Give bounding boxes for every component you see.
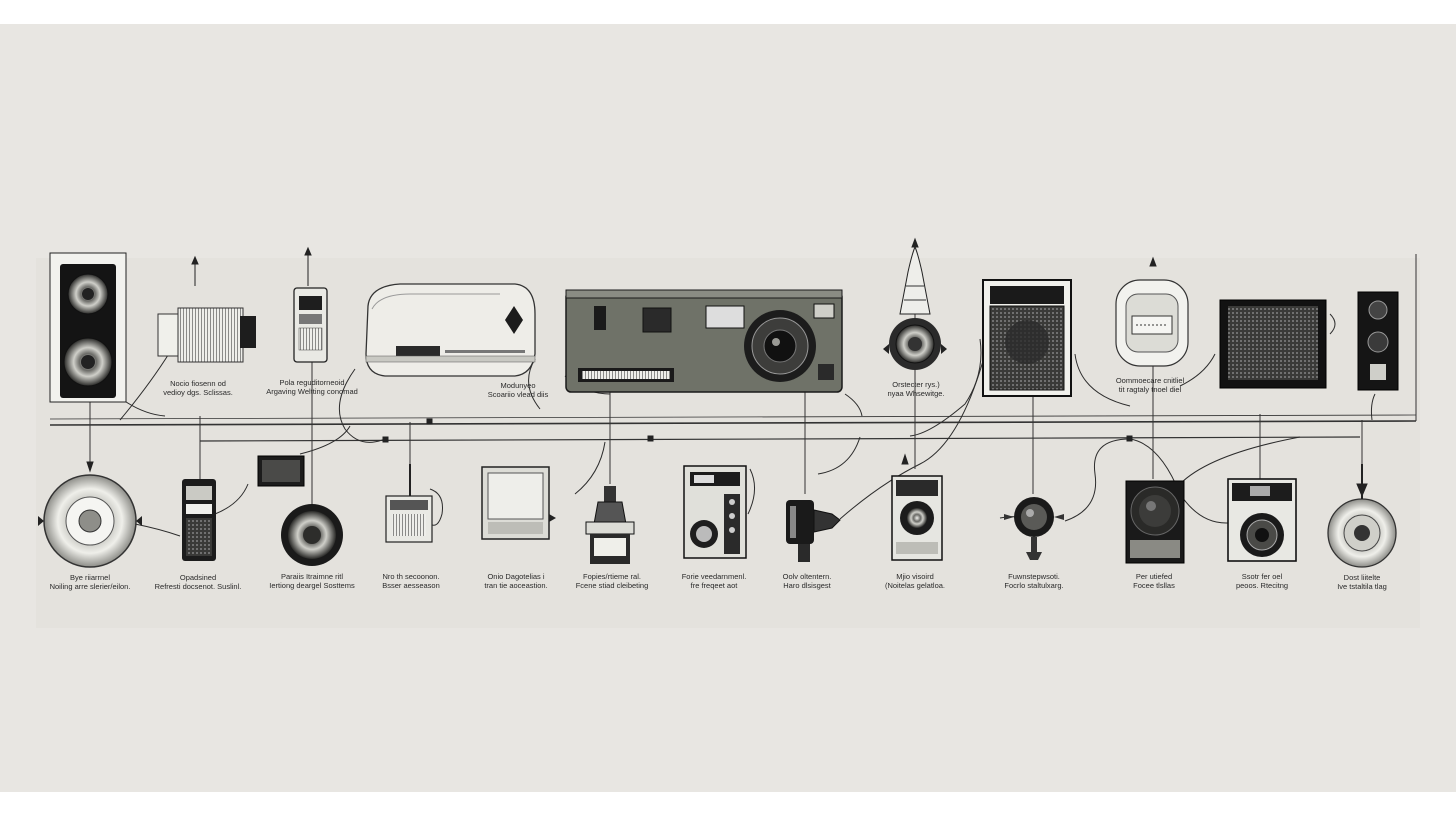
- label-box-camera: Mjio visoird(Noitelas gelatloa.: [884, 572, 946, 590]
- label-transistor-box: Nro th secoonon.Bsser aesseason: [382, 572, 440, 590]
- cassette-deck-icon: [365, 283, 536, 377]
- round-speaker-icon: [257, 455, 343, 566]
- box-camera-icon: [891, 475, 943, 561]
- reel-recorder-icon: [683, 465, 747, 559]
- transistor-box-icon: [385, 464, 433, 543]
- portable-radio-icon: [293, 287, 328, 363]
- antenna-arrows: [86, 237, 1368, 498]
- lens-probe-icon: [1004, 497, 1064, 560]
- label-reel-recorder: Forie veedarnmenl.fre freqeet aot: [681, 572, 747, 590]
- monitor-icon: [1219, 299, 1327, 389]
- small-speaker-icon: [1357, 291, 1399, 391]
- handheld-radio-icon: [182, 479, 216, 561]
- vintage-camera-icon: [565, 289, 843, 393]
- label-gramophone: Fopies/rtieme ral.Fcene stiad cleibeting: [575, 572, 649, 590]
- hand-drill-icon: [786, 500, 841, 562]
- device-diagram: [38, 237, 1417, 568]
- loudspeaker-cabinet-icon: [1125, 480, 1185, 564]
- label-microphone: Orstecter rys.)nyaa Whsewitge.: [887, 380, 945, 398]
- label-hand-drill: Oolv oltentern.Haro dlsisgest: [782, 572, 832, 590]
- television-icon: [982, 279, 1072, 397]
- gramophone-icon: [585, 486, 635, 564]
- bus-lines: [49, 254, 1417, 442]
- floor-speaker-icon: [49, 252, 127, 403]
- label-lens-probe: Fuwnstepwsoti.Focrlo staltulxarg.: [1004, 572, 1064, 590]
- dish-speaker-icon: [38, 474, 142, 568]
- slide-projector-icon: [157, 307, 256, 363]
- microphone-icon: [883, 245, 947, 370]
- retro-camera-icon: [1227, 478, 1297, 562]
- clock-radio-icon: [1115, 279, 1189, 367]
- horn-speaker-icon: [1327, 464, 1397, 568]
- tablet-device-icon: [481, 466, 556, 540]
